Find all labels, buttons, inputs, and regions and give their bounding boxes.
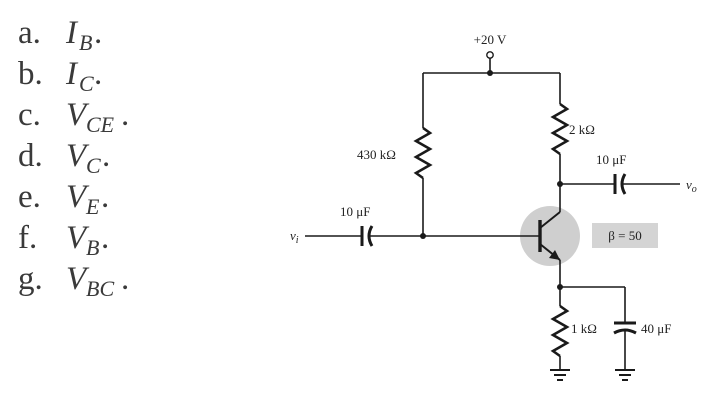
question-list: a. I B . b. I C . c. V CE . d. V C . e. … [18, 15, 129, 301]
ground-icon [550, 369, 570, 381]
question-subscript: B [79, 30, 92, 55]
question-g: g. V BC . [18, 261, 129, 301]
cout-label: 10 μF [596, 152, 626, 167]
question-subscript: C [86, 153, 101, 178]
question-period: . [94, 56, 102, 92]
question-c: c. V CE . [18, 97, 129, 137]
question-symbol: V [66, 138, 90, 174]
npn-transistor [538, 211, 561, 261]
supply-terminal [486, 51, 494, 59]
re-resistor [550, 304, 570, 358]
rb-label: 430 kΩ [357, 147, 396, 162]
beta-label: β = 50 [608, 228, 641, 243]
question-period: . [101, 220, 109, 256]
rb-resistor [413, 126, 433, 180]
question-subscript: CE [86, 112, 115, 137]
rc-label: 2 kΩ [569, 122, 595, 137]
question-subscript: B [86, 235, 99, 260]
question-symbol: V [66, 97, 90, 133]
circuit-diagram: +20 V 430 kΩ 2 kΩ 10 μF vo vi 10 μF [290, 32, 697, 381]
beta-box [592, 223, 658, 248]
re-label: 1 kΩ [571, 321, 597, 336]
question-letter: e. [18, 179, 41, 215]
question-subscript: C [79, 71, 94, 96]
question-d: d. V C . [18, 138, 110, 178]
question-period: . [121, 97, 129, 133]
question-period: . [101, 179, 109, 215]
question-subscript: E [85, 194, 100, 219]
question-letter: g. [18, 261, 43, 297]
question-symbol: V [66, 179, 90, 215]
vo-label: vo [686, 177, 697, 195]
question-period: . [102, 138, 110, 174]
question-symbol: V [66, 220, 90, 256]
question-symbol: V [66, 261, 90, 297]
question-f: f. V B . [18, 220, 109, 260]
question-symbol: I [65, 15, 79, 51]
question-b: b. I C . [18, 56, 102, 96]
cin-label: 10 μF [340, 204, 370, 219]
ground-icon [615, 369, 635, 381]
ce-label: 40 μF [641, 321, 671, 336]
question-subscript: BC [86, 276, 114, 301]
rc-resistor [550, 102, 570, 156]
question-letter: c. [18, 97, 41, 133]
vi-label: vi [290, 228, 299, 246]
question-letter: b. [18, 56, 43, 92]
question-letter: a. [18, 15, 41, 51]
supply-label: +20 V [474, 32, 507, 47]
transistor-highlight [520, 206, 580, 266]
question-letter: d. [18, 138, 43, 174]
question-a: a. I B . [18, 15, 102, 55]
transistor-collector-lead [539, 211, 561, 229]
question-symbol: I [65, 56, 79, 92]
question-period: . [94, 15, 102, 51]
question-period: . [121, 261, 129, 297]
question-letter: f. [18, 220, 37, 256]
emitter-arrow-icon [549, 250, 560, 260]
question-e: e. V E . [18, 179, 109, 219]
